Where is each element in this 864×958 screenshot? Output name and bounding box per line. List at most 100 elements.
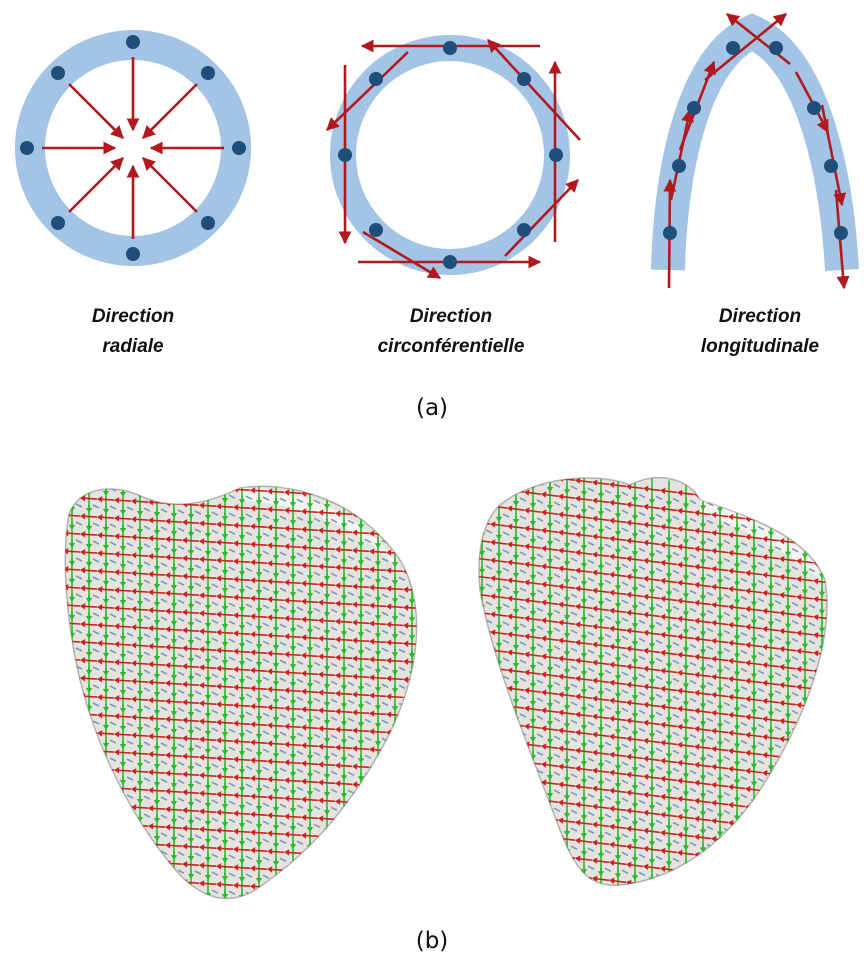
vector-head — [677, 489, 683, 497]
circumferential-vector — [524, 851, 542, 855]
radial-vector — [536, 625, 544, 630]
vector-head — [558, 727, 564, 734]
radial-vector — [706, 519, 714, 525]
longitudinal-arrow — [820, 104, 847, 207]
radial-vector — [245, 855, 253, 860]
radial-vector — [109, 811, 117, 816]
vector-head — [813, 758, 819, 765]
radial-vector — [415, 829, 417, 835]
vector-head — [284, 543, 290, 550]
radial-vector — [296, 750, 304, 755]
radial-vector — [330, 572, 338, 578]
radial-vector — [75, 486, 83, 490]
vector-head — [233, 828, 239, 835]
radial-vector — [262, 514, 270, 519]
material-point — [687, 101, 701, 115]
vector-head — [403, 640, 409, 647]
vector-head — [796, 828, 802, 835]
vector-head — [660, 793, 666, 801]
radial-vector — [791, 836, 799, 841]
radial-vector — [296, 588, 304, 593]
vector-head — [609, 643, 615, 650]
vector-head — [694, 779, 700, 787]
radial-vector — [485, 817, 493, 822]
panel-a: Direction radiale Direction circonférent… — [15, 12, 859, 421]
vector-head — [80, 873, 86, 880]
vector-head — [541, 869, 547, 876]
radial-vector — [655, 495, 663, 501]
vector-head — [541, 635, 547, 642]
vector-head — [369, 656, 375, 663]
radial-vector — [177, 743, 185, 748]
radial-vector — [92, 504, 100, 509]
vector-head — [358, 902, 364, 907]
vector-head — [165, 536, 171, 543]
circumferential-vector — [80, 893, 98, 896]
vector-head — [609, 877, 615, 884]
vector-head — [592, 767, 598, 774]
radial-vector — [415, 883, 417, 889]
radial-vector — [245, 801, 253, 806]
radial-vector — [672, 533, 680, 539]
vector-head — [728, 837, 734, 845]
vector-head — [216, 629, 222, 636]
vector-head — [284, 849, 290, 856]
radial-vector — [502, 765, 510, 770]
vector-head — [512, 806, 520, 813]
radial-vector — [313, 661, 321, 666]
vector-head — [784, 821, 792, 827]
vector-head — [558, 781, 564, 788]
vector-head — [216, 719, 222, 726]
vector-head — [318, 905, 323, 911]
radial-vector — [415, 577, 417, 583]
radial-vector — [245, 621, 253, 626]
vector-head — [801, 769, 809, 775]
vector-head — [677, 579, 683, 587]
vector-head — [199, 700, 205, 707]
vector-head — [507, 721, 513, 728]
vector-head — [267, 668, 273, 675]
vector-head — [813, 704, 819, 711]
radial-vector — [723, 791, 731, 797]
radial-vector — [740, 757, 748, 763]
radial-vector — [706, 879, 714, 885]
vector-head — [524, 489, 530, 496]
circumferential-vector — [524, 779, 542, 783]
vector-head — [97, 874, 103, 881]
vector-head — [643, 737, 649, 745]
radial-vector — [723, 737, 731, 743]
radial-vector — [75, 611, 83, 616]
vector-head — [216, 845, 222, 852]
vector-head — [301, 526, 307, 533]
vector-head — [408, 509, 416, 515]
radial-vector — [398, 738, 406, 744]
radial-vector — [587, 865, 595, 870]
radial-vector — [126, 794, 134, 799]
circumferential-vector — [745, 841, 763, 846]
radial-vector — [706, 717, 714, 723]
radial-vector — [825, 768, 827, 773]
vector-head — [114, 695, 120, 702]
vector-head — [796, 882, 802, 886]
radial-vector — [791, 854, 799, 859]
radial-vector — [689, 661, 697, 667]
vector-head — [592, 551, 598, 558]
vector-head — [352, 745, 358, 752]
vector-head — [813, 794, 819, 801]
material-point — [51, 66, 65, 80]
vector-head — [318, 743, 324, 750]
vector-head — [779, 609, 785, 617]
vector-head — [490, 665, 496, 672]
circumferential-vector — [369, 766, 387, 770]
radial-vector — [791, 764, 799, 769]
circumferential-vector — [369, 856, 387, 860]
vector-head — [575, 801, 581, 808]
vector-head — [323, 864, 331, 870]
radial-vector — [415, 847, 417, 853]
vector-head — [408, 707, 416, 713]
radial-vector — [92, 774, 100, 779]
radial-vector — [194, 672, 202, 677]
radial-vector — [570, 881, 578, 886]
radial-vector — [690, 896, 696, 899]
radial-vector — [570, 611, 578, 616]
